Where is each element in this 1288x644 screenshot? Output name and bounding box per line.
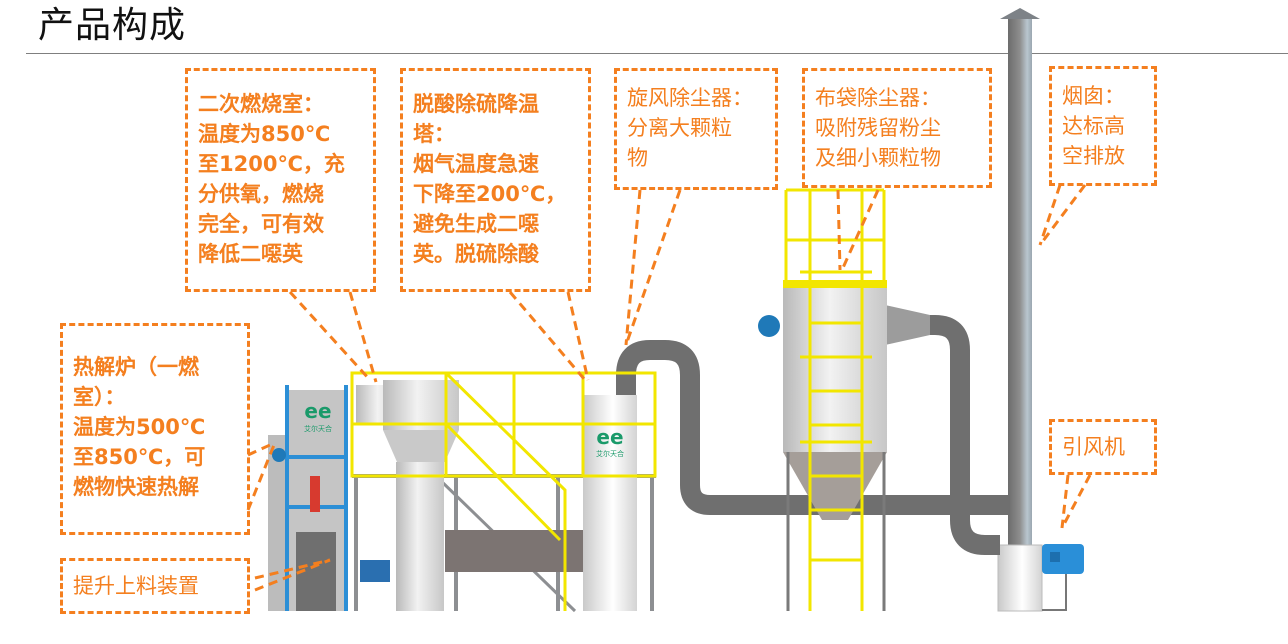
title-divider: [26, 53, 1288, 54]
callout-secondary-combustion-chamber: 二次燃烧室： 温度为850℃ 至1200℃，充 分供氧，燃烧 完全，可有效 降低…: [185, 68, 376, 292]
callout-line: 旋风除尘器：: [627, 86, 753, 110]
callout-line: 避免生成二噁: [413, 212, 539, 236]
callout-leaders: [246, 184, 1092, 592]
callout-line: 空排放: [1062, 144, 1125, 168]
callout-line: 及细小颗粒物: [815, 146, 941, 170]
callout-line: 达标高: [1062, 114, 1125, 138]
induced-draft-fan-unit: [1042, 544, 1084, 611]
callout-line: 分供氧，燃烧: [198, 182, 324, 206]
callout-line: 布袋除尘器：: [815, 86, 941, 110]
callout-induced-draft-fan: 引风机: [1049, 419, 1157, 475]
page-title: 产品构成: [38, 5, 187, 46]
callout-line: 烟气温度急速: [413, 152, 539, 176]
callout-cyclone-dust-collector: 旋风除尘器： 分离大颗粒 物: [614, 68, 778, 190]
svg-text:ee: ee: [596, 425, 623, 449]
tower-logo-text: 艾尔天合: [596, 449, 624, 458]
callout-line: 提升上料装置: [73, 574, 199, 598]
callout-chimney: 烟囱： 达标高 空排放: [1049, 66, 1157, 186]
callout-line: 二次燃烧室：: [198, 92, 324, 116]
callout-line: 燃物快速热解: [73, 475, 199, 499]
flue-pipes: [616, 315, 1010, 555]
callout-line: 吸附残留粉尘: [815, 116, 941, 140]
callout-bag-dust-collector: 布袋除尘器： 吸附残留粉尘 及细小颗粒物: [802, 68, 992, 188]
callout-lifting-feeder: 提升上料装置: [60, 558, 250, 614]
svg-text:ee: ee: [304, 399, 331, 423]
callout-line: 完全，可有效: [198, 212, 324, 236]
callout-line: 温度为850℃: [198, 122, 331, 146]
callout-line: 降低二噁英: [198, 242, 303, 266]
callout-line: 室）：: [73, 385, 126, 409]
callout-line: 至1200℃，充: [198, 152, 345, 176]
callout-line: 温度为500℃: [73, 415, 206, 439]
horizontal-duct: [445, 530, 595, 572]
furnace-logo-text: 艾尔天合: [304, 424, 332, 433]
callout-pyrolysis-furnace: 热解炉（一燃 室）： 温度为500℃ 至850℃，可 燃物快速热解: [60, 323, 250, 535]
duct-transition: [885, 305, 930, 345]
callout-line: 热解炉（一燃: [73, 355, 199, 379]
callout-line: 引风机: [1062, 435, 1125, 459]
callout-line: 烟囱：: [1062, 84, 1125, 108]
callout-line: 物: [627, 146, 648, 170]
callout-line: 脱酸除硫降温: [413, 92, 539, 116]
chimney-stack: [997, 8, 1043, 612]
ladder: [784, 188, 886, 611]
callout-line: 塔：: [413, 122, 455, 146]
callout-line: 分离大颗粒: [627, 116, 732, 140]
platform-railing: [350, 371, 657, 611]
callout-line: 至850℃，可: [73, 445, 206, 469]
callout-deacid-desulfur-cooling-tower: 脱酸除硫降温 塔： 烟气温度急速 下降至200℃， 避免生成二噁 英。脱硫除酸: [400, 68, 591, 292]
callout-line: 英。脱硫除酸: [413, 242, 539, 266]
cooling-tower-unit: ee 艾尔天合: [583, 395, 637, 611]
callout-line: 下降至200℃，: [413, 182, 567, 206]
